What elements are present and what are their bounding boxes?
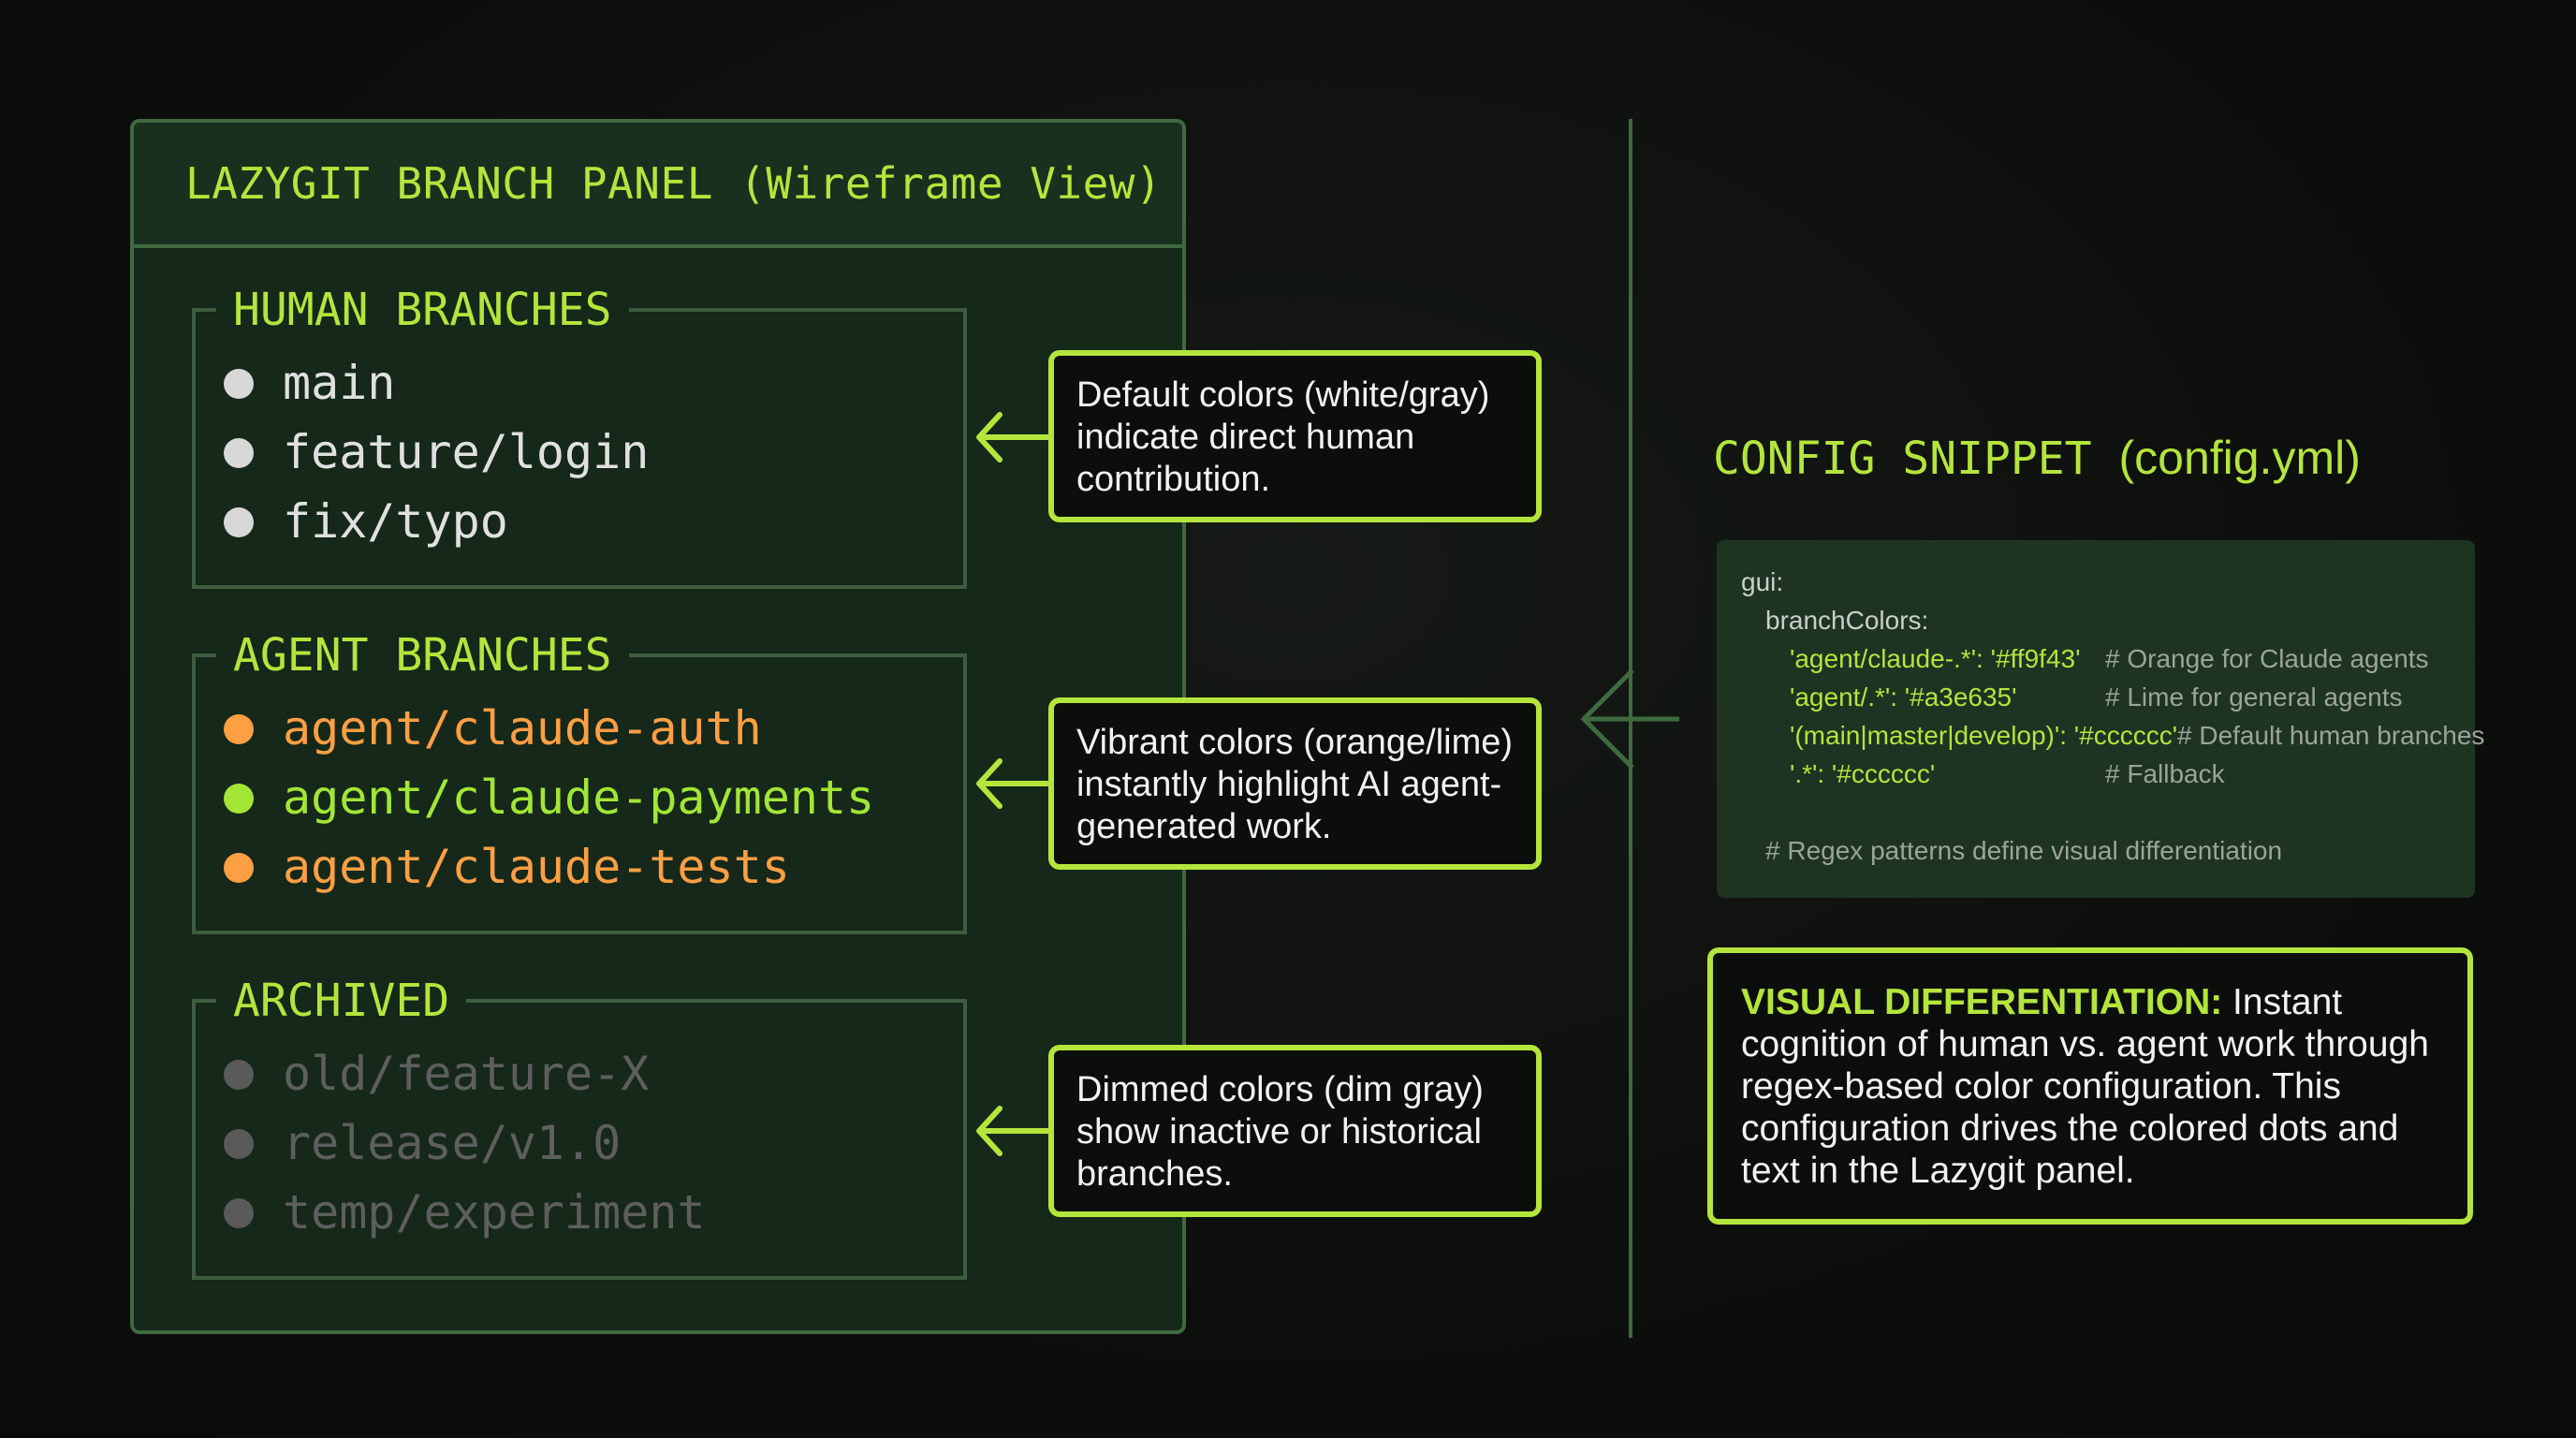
branch-name: temp/experiment: [283, 1185, 706, 1240]
human-branches-group: HUMAN BRANCHES main feature/login fix/ty…: [192, 284, 967, 589]
code-line: '.*': '#cccccc': [1790, 759, 1936, 788]
divider: [1629, 119, 1632, 1338]
branch-name: agent/claude-payments: [283, 770, 875, 825]
branch-dot-icon: [224, 853, 254, 883]
callout-text: Vibrant colors (orange/lime) instantly h…: [1076, 723, 1514, 846]
config-code-block: gui: branchColors: 'agent/claude-.*': '#…: [1717, 540, 2484, 898]
branch-dot-icon: [224, 1060, 254, 1090]
arrow-left-icon: [1580, 668, 1679, 770]
summary-body: Instant cognition of human vs. agent wor…: [1741, 982, 2429, 1191]
group-title-archived: ARCHIVED: [216, 975, 467, 1027]
arrow-left-icon: [976, 412, 1048, 462]
config-title-prefix: CONFIG SNIPPET: [1713, 433, 2092, 485]
group-title-agent: AGENT BRANCHES: [216, 629, 629, 682]
arrow-left-icon: [976, 758, 1048, 809]
branch-name: feature/login: [283, 425, 650, 479]
code-comment: # Regex patterns define visual different…: [1765, 836, 2283, 865]
panel-header: LAZYGIT BRANCH PANEL (Wireframe View): [134, 123, 1182, 248]
branch-dot-icon: [224, 1198, 254, 1228]
branch-dot-icon: [224, 784, 254, 814]
branch-name: main: [283, 356, 396, 410]
code-line: branchColors:: [1765, 606, 1929, 635]
callout-archived: Dimmed colors (dim gray) show inactive o…: [1048, 1045, 1542, 1217]
branch-name: old/feature-X: [283, 1047, 650, 1101]
code-comment: # Default human branches: [2177, 721, 2485, 750]
arrow-left-icon: [976, 1106, 1048, 1156]
summary-text: VISUAL DIFFERENTIATION: Instant cognitio…: [1741, 981, 2452, 1192]
branch-name: fix/typo: [283, 494, 508, 549]
callout-text: Default colors (white/gray) indicate dir…: [1076, 375, 1490, 499]
code-comment: # Lime for general agents: [2105, 682, 2403, 712]
code-line: 'agent/.*': '#a3e635': [1790, 682, 2017, 712]
visual-differentiation-box: VISUAL DIFFERENTIATION: Instant cognitio…: [1707, 947, 2473, 1225]
agent-branches-group: AGENT BRANCHES agent/claude-auth agent/c…: [192, 629, 967, 934]
branch-dot-icon: [224, 438, 254, 468]
lazygit-branch-panel: LAZYGIT BRANCH PANEL (Wireframe View) HU…: [130, 119, 1186, 1334]
callout-text: Dimmed colors (dim gray) show inactive o…: [1076, 1070, 1484, 1194]
callout-human: Default colors (white/gray) indicate dir…: [1048, 350, 1542, 522]
callout-agent: Vibrant colors (orange/lime) instantly h…: [1048, 697, 1542, 870]
config-title: CONFIG SNIPPET (config.yml): [1713, 431, 2361, 485]
panel-title: LAZYGIT BRANCH PANEL (Wireframe View): [185, 158, 1163, 209]
branch-dot-icon: [224, 369, 254, 399]
code-line: 'agent/claude-.*': '#ff9f43': [1790, 644, 2081, 673]
branch-dot-icon: [224, 1129, 254, 1159]
summary-lead: VISUAL DIFFERENTIATION:: [1741, 982, 2223, 1022]
code-line: gui:: [1741, 567, 1784, 596]
code-comment: # Orange for Claude agents: [2105, 644, 2429, 673]
group-title-human: HUMAN BRANCHES: [216, 284, 629, 336]
branch-dot-icon: [224, 714, 254, 744]
branch-name: release/v1.0: [283, 1116, 622, 1170]
archived-branches-group: ARCHIVED old/feature-X release/v1.0 temp…: [192, 975, 967, 1280]
code-comment: # Fallback: [2105, 759, 2225, 788]
branch-name: agent/claude-tests: [283, 840, 790, 894]
branch-name: agent/claude-auth: [283, 701, 762, 756]
code-line: '(main|master|develop)': '#cccccc': [1790, 721, 2178, 750]
config-title-file: (config.yml): [2118, 432, 2361, 484]
branch-dot-icon: [224, 507, 254, 537]
